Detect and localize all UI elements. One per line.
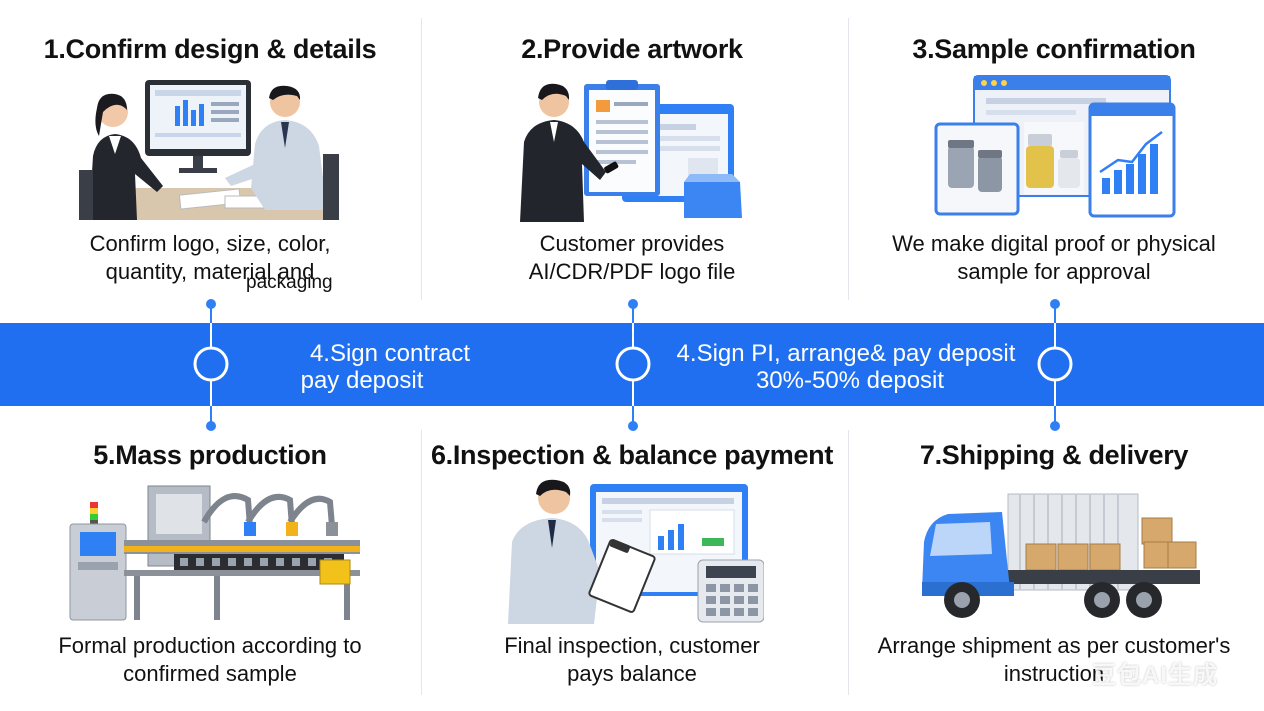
connector-2-ring [615, 346, 651, 382]
connector-1-top-dot [206, 299, 216, 309]
production-machine-illustration [69, 485, 360, 621]
artwork-illustration [520, 80, 742, 222]
connector-3-top-dot [1050, 299, 1060, 309]
connector-2-top-dot [628, 299, 638, 309]
column-divider-bottom-1 [421, 430, 422, 695]
step-6-title: 6.Inspection & balance payment [430, 440, 834, 470]
step-1-desc-overflow: packaging [246, 272, 333, 293]
connector-3-bottom-dot [1050, 421, 1060, 431]
step-7-title: 7.Shipping & delivery [919, 440, 1189, 470]
delivery-truck-illustration [922, 493, 1200, 618]
band-right-label: 4.Sign PI, arrange& pay deposit 30%-50% … [676, 340, 1016, 394]
step-2-desc: Customer provides AI/CDR/PDF logo file [528, 231, 736, 284]
connector-3-ring [1037, 346, 1073, 382]
step-3-desc: We make digital proof or physical sample… [892, 231, 1216, 284]
connector-1-bottom-dot [206, 421, 216, 431]
column-divider-top-2 [848, 18, 849, 300]
timeline-connectors [193, 299, 1073, 431]
sample-illustration [934, 75, 1176, 218]
inspection-illustration [508, 479, 764, 624]
band-left-label: 4.Sign contract pay deposit [300, 340, 471, 394]
step-2-title: 2.Provide artwork [521, 34, 743, 64]
meeting-illustration [79, 80, 339, 220]
step-5-desc: Formal production according to confirmed… [58, 633, 362, 686]
column-divider-top-1 [421, 18, 422, 300]
column-divider-bottom-2 [848, 430, 849, 695]
step-3-title: 3.Sample confirmation [912, 34, 1196, 64]
step-7-desc: Arrange shipment as per customer's instr… [877, 633, 1231, 686]
step-5-title: 5.Mass production [93, 440, 327, 470]
connector-1-ring [193, 346, 229, 382]
step-1-desc: Confirm logo, size, color, quantity, mat… [89, 231, 331, 284]
watermark: 豆包AI生成 [1092, 662, 1218, 689]
step-1-title: 1.Confirm design & details [43, 34, 377, 64]
step-6-desc: Final inspection, customer pays balance [504, 633, 760, 686]
connector-2-bottom-dot [628, 421, 638, 431]
